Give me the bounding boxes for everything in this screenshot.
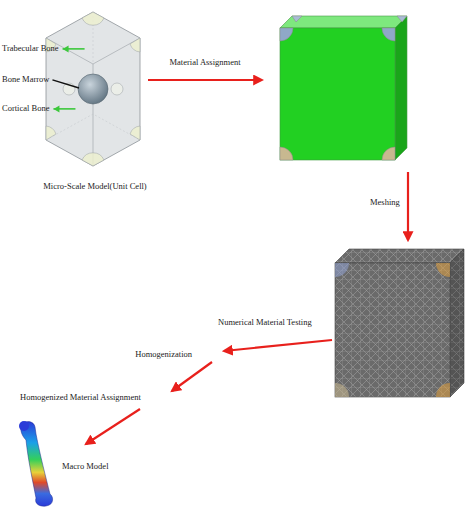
meshed-cube bbox=[335, 249, 464, 397]
unit-cell bbox=[46, 12, 140, 166]
step-label: Homogenization bbox=[135, 350, 192, 360]
process-arrows bbox=[86, 80, 408, 444]
step-label: Homogenized Material Assignment bbox=[20, 393, 141, 403]
leader-line bbox=[52, 80, 79, 88]
leader-arrowhead bbox=[63, 45, 69, 52]
material-cube bbox=[280, 16, 407, 160]
model-caption: Macro Model bbox=[62, 462, 109, 472]
step-label: Numerical Material Testing bbox=[218, 318, 312, 328]
step-label: Material Assignment bbox=[169, 58, 240, 68]
femur-model bbox=[19, 421, 53, 506]
leader-label: Bone Marrow bbox=[2, 75, 49, 85]
leader-label: Cortical Bone bbox=[2, 104, 49, 114]
leader-arrowhead bbox=[53, 105, 59, 112]
step-label: Meshing bbox=[370, 198, 400, 208]
leader-label: Trabecular Bone bbox=[2, 44, 59, 54]
model-caption: Micro-Scale Model(Unit Cell) bbox=[43, 182, 146, 192]
